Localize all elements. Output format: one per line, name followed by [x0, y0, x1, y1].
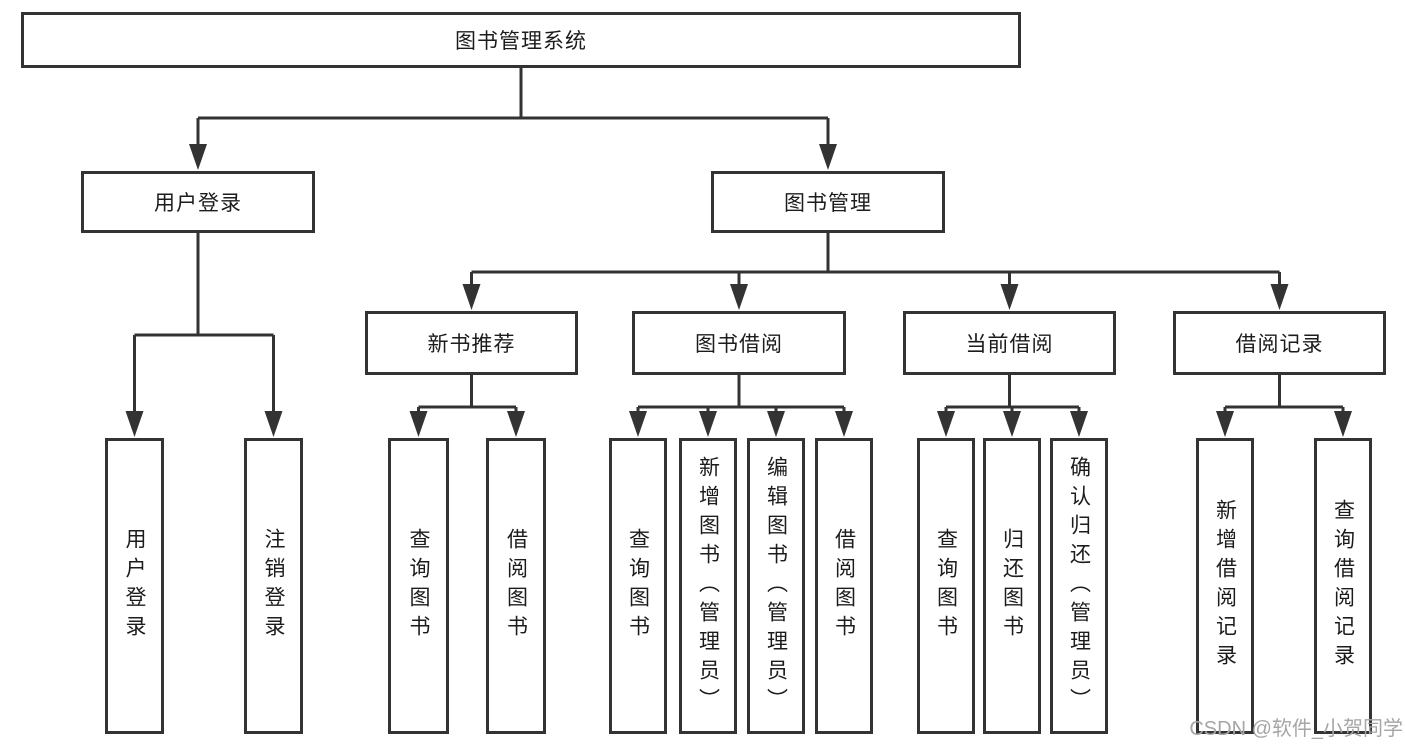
leaf-label: 用户登录	[123, 528, 146, 644]
arrowhead-icons	[125, 144, 1352, 437]
leaf-borrow-books-recommend: 借阅图书	[486, 438, 546, 734]
node-new-book-recommend: 新书推荐	[365, 311, 578, 375]
leaf-query-borrow-record: 查询借阅记录	[1314, 438, 1372, 734]
leaf-logout: 注销登录	[244, 438, 303, 734]
leaf-label: 新增图书（管理员）	[696, 455, 720, 717]
leaf-label: 查询图书	[626, 528, 650, 644]
csdn-watermark: CSDN @软件_小贺同学	[1189, 718, 1403, 740]
leaf-label: 编辑图书（管理员）	[764, 455, 788, 717]
node-book-management: 图书管理	[711, 171, 945, 233]
node-user-login: 用户登录	[81, 171, 315, 233]
leaf-label: 借阅图书	[504, 528, 528, 644]
leaf-add-books-admin: 新增图书（管理员）	[679, 438, 737, 734]
leaf-user-login: 用户登录	[105, 438, 164, 734]
node-current-borrow: 当前借阅	[903, 311, 1116, 375]
leaf-borrow-books: 借阅图书	[815, 438, 873, 734]
leaf-confirm-return-admin: 确认归还（管理员）	[1050, 438, 1108, 734]
node-root-system: 图书管理系统	[21, 12, 1021, 68]
node-book-borrow: 图书借阅	[632, 311, 846, 375]
leaf-label: 查询图书	[934, 528, 958, 644]
node-borrow-records: 借阅记录	[1173, 311, 1386, 375]
leaf-query-books-current: 查询图书	[917, 438, 975, 734]
leaf-edit-books-admin: 编辑图书（管理员）	[747, 438, 805, 734]
leaf-label: 借阅图书	[832, 528, 856, 644]
leaf-label: 确认归还（管理员）	[1067, 455, 1091, 717]
leaf-label: 归还图书	[1000, 528, 1024, 644]
leaf-query-books-recommend: 查询图书	[388, 438, 449, 734]
leaf-label: 查询图书	[407, 528, 430, 644]
leaf-label: 查询借阅记录	[1331, 499, 1355, 673]
leaf-label: 新增借阅记录	[1213, 499, 1237, 673]
leaf-label: 注销登录	[262, 528, 285, 644]
leaf-add-borrow-record: 新增借阅记录	[1196, 438, 1254, 734]
leaf-return-books: 归还图书	[983, 438, 1041, 734]
leaf-query-books-borrow: 查询图书	[609, 438, 667, 734]
